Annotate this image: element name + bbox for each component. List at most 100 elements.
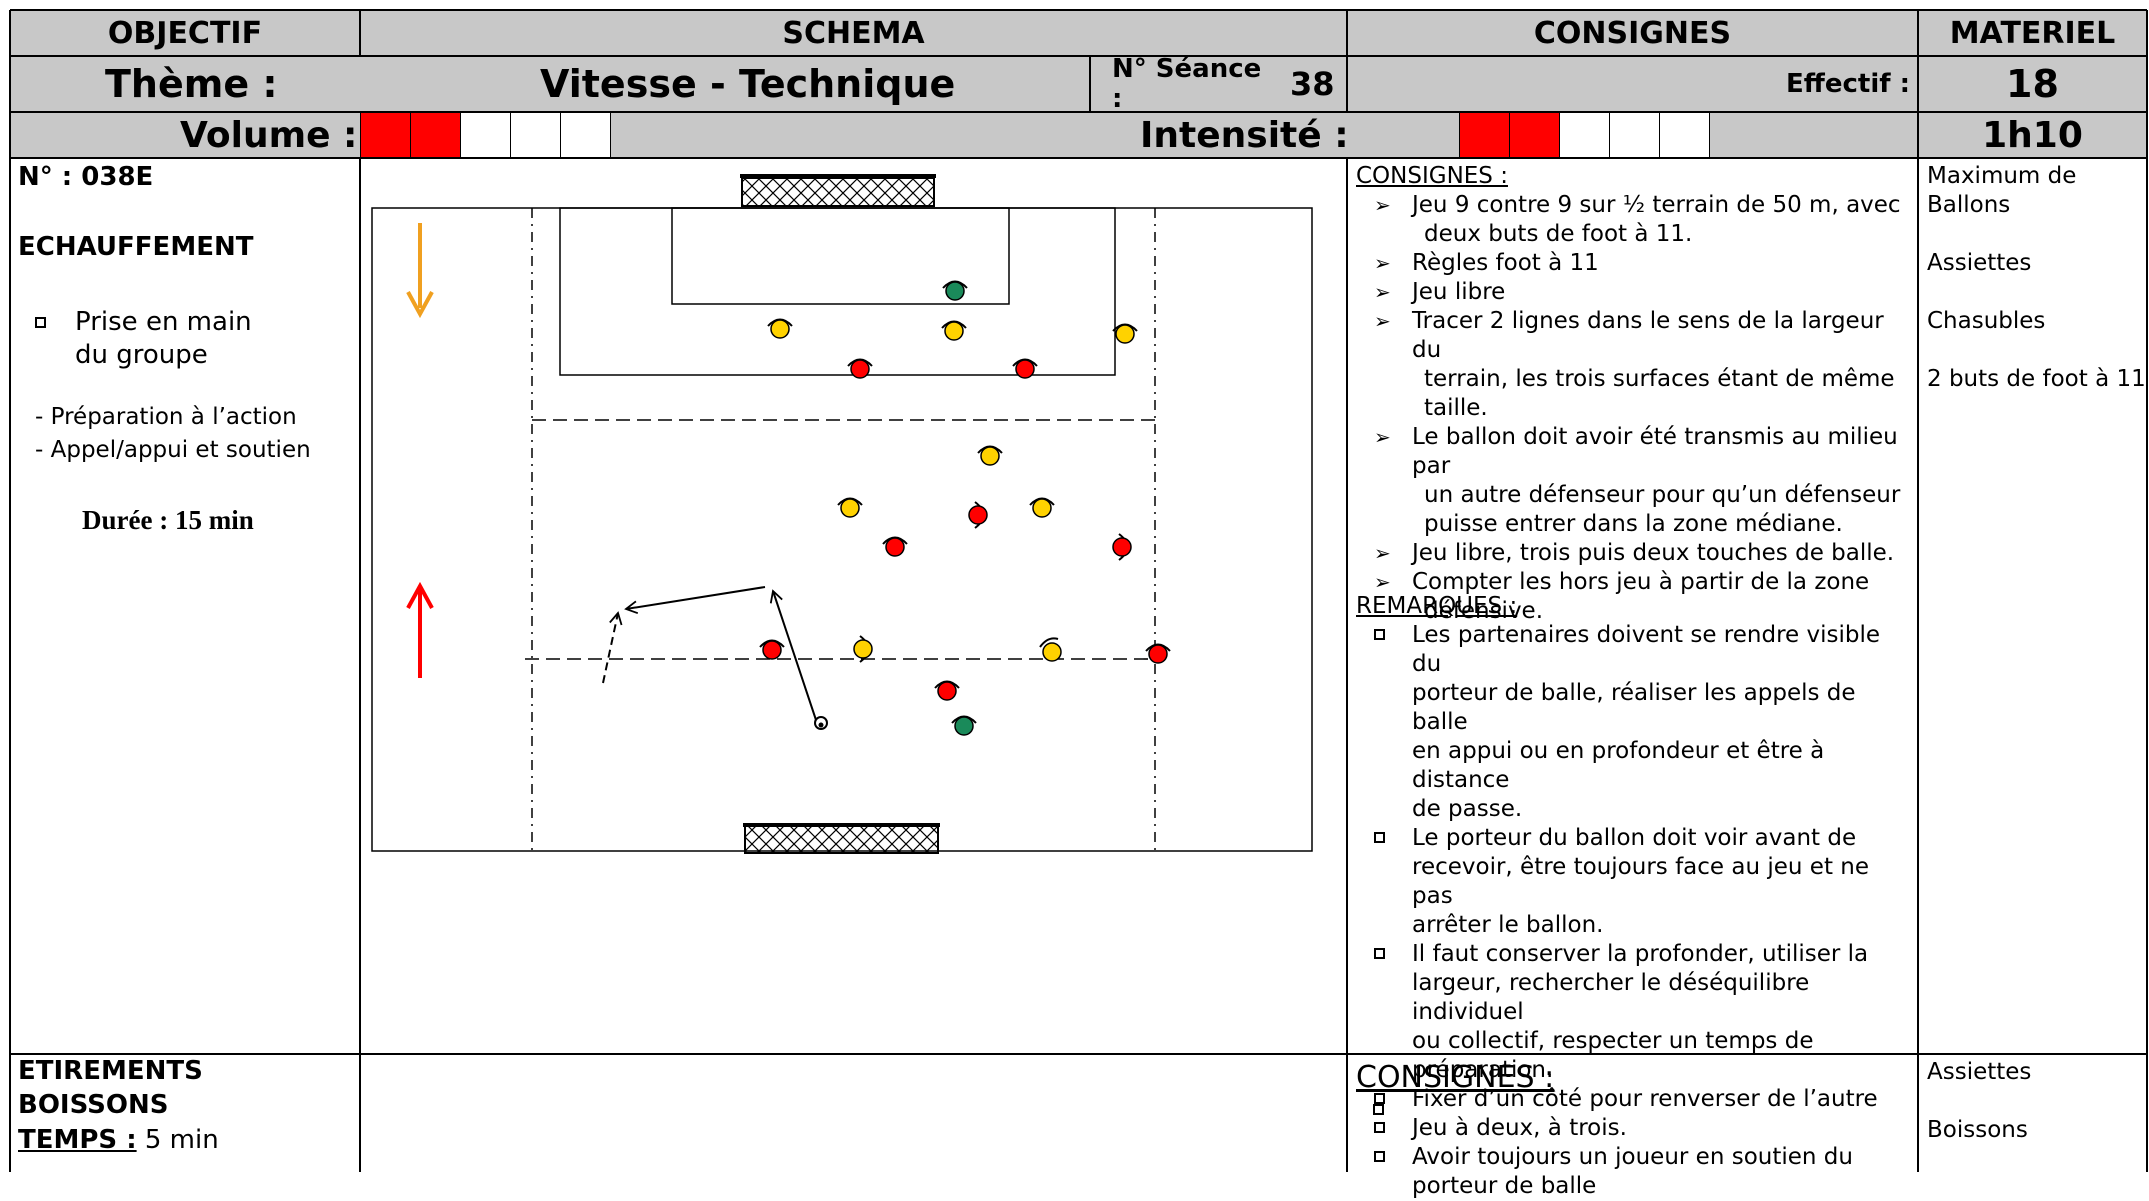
- consignes-line: Jeu libre: [1412, 279, 1506, 305]
- exercise-point-2: - Appel/appui et soutien: [35, 437, 311, 463]
- consignes-line: puisse entrer dans la zone médiane.: [1424, 511, 1843, 537]
- seance-value: 38: [1290, 65, 1335, 103]
- header-objectif: OBJECTIF: [10, 10, 360, 56]
- consignes-item: ➢Tracer 2 lignes dans le sens de la larg…: [1356, 307, 1916, 423]
- pass-arrow-1: [769, 589, 819, 727]
- footer-schema: [360, 1054, 1347, 1172]
- remarques-line: de passe.: [1412, 796, 1523, 822]
- checkbox-bullet-icon: [1374, 1084, 1385, 1113]
- remarques-line: porteur de balle: [1412, 1173, 1597, 1199]
- arrow-bullet-icon: ➢: [1374, 309, 1391, 333]
- header-consignes: CONSIGNES: [1347, 10, 1918, 56]
- red-player-icon: [1145, 643, 1171, 664]
- intensite-level-box: [1459, 112, 1510, 158]
- remarques-line: Avoir toujours un joueur en soutien du: [1412, 1144, 1853, 1170]
- consignes-item: ➢Le ballon doit avoir été transmis au mi…: [1356, 423, 1916, 539]
- volume-level-box: [560, 112, 611, 158]
- consignes-line: taille.: [1424, 395, 1488, 421]
- remarques-heading: REMARQUES :: [1356, 593, 1518, 619]
- arrow-bullet-icon: ➢: [1374, 280, 1391, 304]
- materiel-item: Maximum de: [1927, 163, 2077, 189]
- grid-line: [10, 111, 2147, 113]
- volume-label: Volume :: [180, 114, 358, 156]
- grid-line: [1917, 56, 1919, 112]
- remarques-line: recevoir, être toujours face au jeu et n…: [1412, 854, 1870, 909]
- grid-line: [359, 10, 361, 56]
- remarques-line: Jeu à deux, à trois.: [1412, 1115, 1627, 1141]
- yellow-player-icon: [837, 497, 863, 518]
- footer-materiel: Assiettes Boissons: [1918, 1054, 2147, 1172]
- footer-consignes-heading: CONSIGNES :: [1356, 1060, 1555, 1095]
- grid-line: [1917, 112, 1919, 158]
- orange-arrow-down-icon: [406, 223, 434, 319]
- yellow-player-icon: [941, 320, 967, 341]
- remarques-line: Le porteur du ballon doit voir avant de: [1412, 825, 1857, 851]
- grid-line: [1346, 10, 1348, 56]
- arrow-bullet-icon: ➢: [1374, 541, 1391, 565]
- intensite-level-box: [1609, 112, 1660, 158]
- yellow-player-icon: [853, 635, 873, 663]
- grid-line: [359, 158, 361, 1172]
- penalty-area: [559, 207, 1116, 376]
- consignes-item: ➢Compter les hors jeu à partir de la zon…: [1356, 568, 1916, 626]
- consignes-line: Jeu libre, trois puis deux touches de ba…: [1412, 540, 1895, 566]
- green-player-icon: [951, 715, 977, 736]
- volume-box-end: [610, 112, 611, 158]
- arrow-bullet-icon: ➢: [1374, 570, 1391, 594]
- grid-line: [10, 9, 2147, 11]
- red-player-icon: [882, 536, 908, 557]
- arrow-bullet-icon: ➢: [1374, 193, 1391, 217]
- consignes-item: ➢Jeu 9 contre 9 sur ½ terrain de 50 m, a…: [1356, 191, 1916, 249]
- footer-objectif: ETIREMENTS BOISSONS TEMPS : 5 min: [10, 1054, 360, 1172]
- checkbox-bullet-icon: [1374, 620, 1385, 649]
- materiel-column: Maximum de Ballons Assiettes Chasubles 2…: [1918, 158, 2147, 1054]
- materiel-item: 2 buts de foot à 11: [1927, 366, 2146, 392]
- grid-line: [9, 10, 11, 1172]
- exercise-point-1-text: Préparation à l’action: [50, 404, 297, 430]
- grid-line: [10, 1053, 2147, 1055]
- yellow-player-icon: [1112, 323, 1138, 344]
- red-player-icon: [968, 501, 988, 529]
- consignes-list: ➢Jeu 9 contre 9 sur ½ terrain de 50 m, a…: [1356, 191, 1916, 626]
- green-player-icon: [942, 280, 968, 301]
- remarques-line: en appui ou en profondeur et être à dist…: [1412, 738, 1825, 793]
- remarques-line: porteur de balle, réaliser les appels de…: [1412, 680, 1856, 735]
- red-player-icon: [934, 680, 960, 701]
- consignes-item: ➢ Jeu libre: [1356, 278, 1916, 307]
- consignes-line: un autre défenseur pour qu’un défenseur: [1424, 482, 1901, 508]
- volume-level-box: [510, 112, 561, 158]
- materiel-item: Assiettes: [1927, 250, 2032, 276]
- arrow-bullet-icon: ➢: [1374, 251, 1391, 275]
- checkbox-bullet-icon: [35, 317, 46, 328]
- consignes-line: terrain, les trois surfaces étant de mêm…: [1424, 366, 1895, 392]
- effectif-label: Effectif :: [1786, 69, 1910, 99]
- consignes-line: deux buts de foot à 11.: [1424, 221, 1693, 247]
- seance-label: N° Séance :: [1112, 54, 1262, 114]
- checkbox-bullet-icon: [1373, 1104, 1384, 1115]
- intensite-box-end: [1709, 112, 1710, 158]
- footer-line2: BOISSONS: [18, 1090, 169, 1120]
- consignes-line: Règles foot à 11: [1412, 250, 1599, 276]
- footer-temps-label: TEMPS :: [18, 1125, 137, 1155]
- consignes-column: CONSIGNES : ➢Jeu 9 contre 9 sur ½ terrai…: [1347, 158, 1918, 1199]
- remarques-item: Le porteur du ballon doit voir avant de r…: [1356, 824, 1916, 940]
- yellow-player-icon: [1039, 637, 1062, 662]
- remarques-line: préparation.: [1412, 1057, 1554, 1083]
- session-duration: 1h10: [1982, 114, 2083, 156]
- pitch-diagram: [371, 174, 1313, 854]
- footer-consignes: CONSIGNES :: [1347, 1054, 1918, 1172]
- volume-level-box: [360, 112, 411, 158]
- theme-value: Vitesse - Technique: [540, 62, 956, 106]
- remarques-line: arrêter le ballon.: [1412, 912, 1604, 938]
- grid-line: [1346, 56, 1348, 112]
- grid-line: [1346, 158, 1348, 1172]
- remarques-item: Jeu à deux, à trois.: [1356, 1114, 1916, 1143]
- red-arrow-up-icon: [406, 581, 434, 678]
- ball-icon: [814, 716, 828, 730]
- exercise-objective: Prise en main du groupe: [35, 306, 335, 372]
- remarques-item: Fixer d’un côté pour renverser de l’autr…: [1356, 1085, 1916, 1114]
- exercise-point-2-text: Appel/appui et soutien: [50, 437, 311, 463]
- grid-line: [1089, 56, 1091, 112]
- footer-line1: ETIREMENTS: [18, 1056, 203, 1086]
- grid-line: [1917, 10, 1919, 56]
